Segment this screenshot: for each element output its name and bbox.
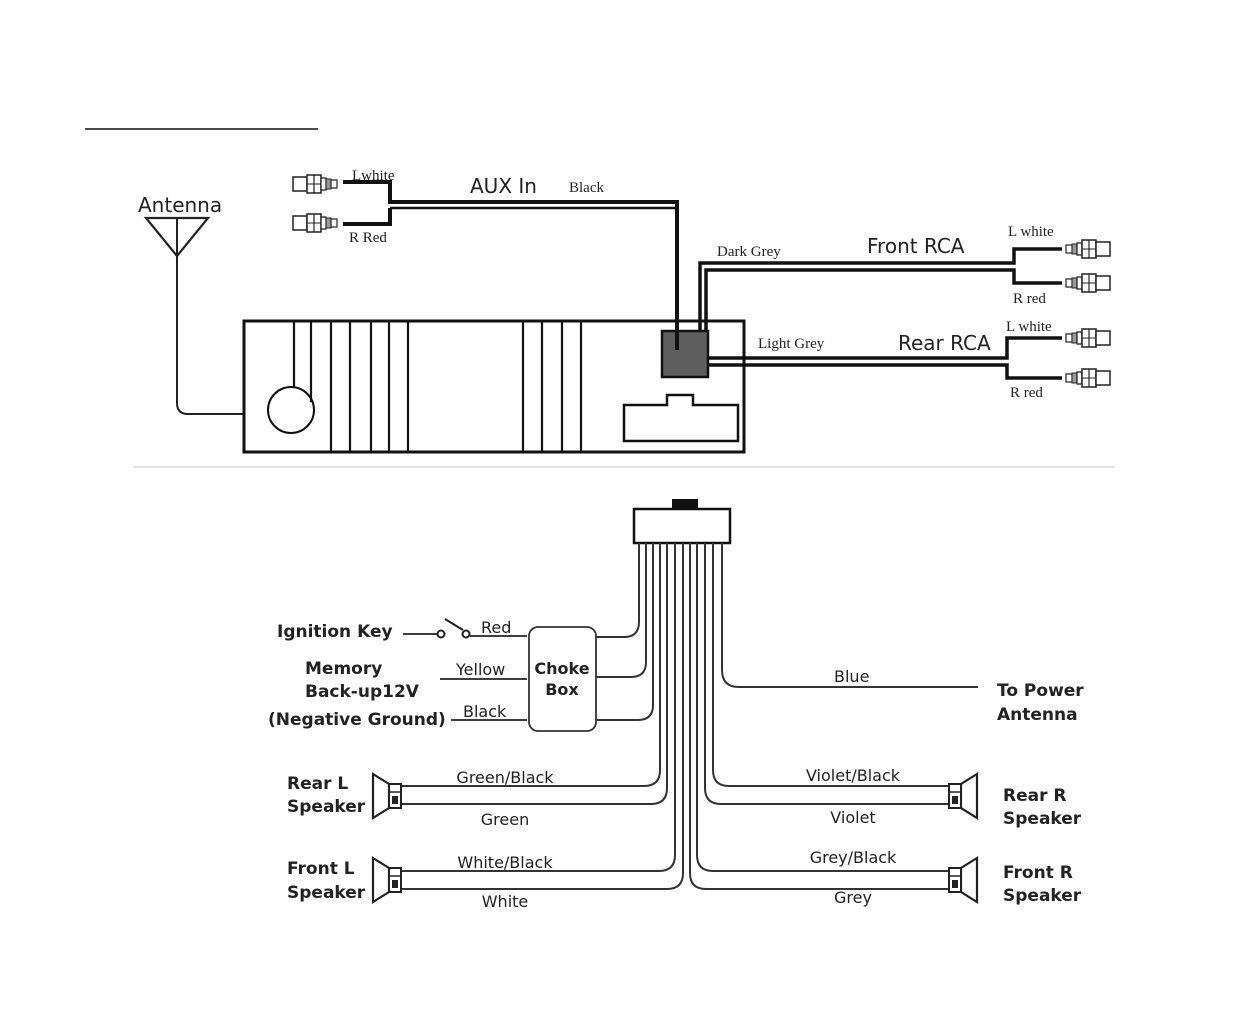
rca-connector-block	[660, 329, 710, 379]
choke-box-line2: Box	[545, 680, 579, 699]
wire-neg-label: White	[482, 892, 529, 911]
wire-pos-label: White/Black	[457, 853, 553, 872]
ground-wire-color: Black	[463, 702, 507, 721]
front-rca-wire-color: Dark Grey	[717, 244, 781, 260]
choke-box: Choke Box	[528, 626, 597, 732]
aux-in-cable: Lwhite R Red AUX In Black	[292, 168, 679, 350]
front-r-rca-plug-icon	[1065, 273, 1111, 293]
speaker-label-line1: Front L	[287, 859, 355, 879]
harness-socket	[622, 393, 740, 443]
aux-r-rca-plug-icon	[292, 213, 338, 233]
speaker-front-l: Front L Speaker White/Black White	[287, 853, 553, 911]
memory-label-line2: Back-up12V	[305, 682, 420, 702]
memory-label-line1: Memory	[305, 659, 382, 679]
speaker-label-line1: Rear L	[287, 774, 348, 794]
rear-l-label: L white	[1006, 319, 1052, 335]
wire-neg-label: Violet	[830, 808, 875, 827]
rear-r-label: R red	[1010, 385, 1043, 401]
antenna-jack	[267, 386, 315, 434]
aux-in-title: AUX In	[470, 174, 537, 198]
antenna: Antenna	[138, 193, 292, 415]
head-unit	[242, 319, 746, 454]
wire-neg-label: Grey	[834, 888, 872, 907]
power-antenna-label-line2: Antenna	[997, 705, 1078, 725]
rear-rca-title: Rear RCA	[898, 331, 991, 355]
rear-r-rca-plug-icon	[1065, 368, 1111, 388]
front-l-rca-plug-icon	[1065, 239, 1111, 259]
aux-in-wire-color: Black	[569, 180, 604, 196]
ignition-wire-color: Red	[481, 618, 511, 637]
speaker-rear-l: Rear L Speaker Green/Black Green	[287, 768, 554, 829]
speaker-label-line2: Speaker	[1003, 886, 1082, 906]
memory-wire-color: Yellow	[455, 660, 505, 679]
power-antenna-label-line1: To Power	[997, 681, 1084, 701]
harness-plug	[632, 499, 732, 545]
ignition-switch-icon	[436, 629, 446, 639]
power-antenna-output: Blue To Power Antenna	[834, 667, 1084, 725]
aux-l-rca-plug-icon	[292, 174, 338, 194]
antenna-label: Antenna	[138, 193, 222, 217]
speaker-icon	[947, 856, 979, 904]
speaker-icon	[371, 772, 403, 820]
speaker-label-line1: Front R	[1003, 863, 1073, 883]
rear-l-rca-plug-icon	[1065, 328, 1111, 348]
front-rca-title: Front RCA	[867, 234, 965, 258]
speaker-front-r: Front R Speaker Grey/Black Grey	[810, 848, 1082, 907]
front-r-label: R red	[1013, 291, 1046, 307]
memory-input: Memory Back-up12V Yellow	[305, 659, 527, 702]
front-rca-cable: Dark Grey Front RCA L white R red	[698, 224, 1111, 331]
aux-r-label: R Red	[349, 230, 387, 246]
front-l-label: L white	[1008, 224, 1054, 240]
speaker-icon	[371, 856, 403, 904]
antenna-cable	[176, 256, 292, 415]
ignition-key-label: Ignition Key	[277, 622, 393, 642]
aux-l-label: Lwhite	[352, 168, 395, 184]
speaker-label-line1: Rear R	[1003, 786, 1066, 806]
speaker-icon	[947, 772, 979, 820]
ignition-input: Ignition Key Red	[277, 618, 527, 642]
speaker-label-line2: Speaker	[1003, 809, 1082, 829]
choke-box-line1: Choke	[534, 659, 589, 678]
power-antenna-wire-color: Blue	[834, 667, 869, 686]
rear-rca-wire-color: Light Grey	[758, 336, 825, 352]
ground-input: (Negative Ground) Black	[268, 702, 527, 730]
harness-wires	[400, 543, 978, 890]
speaker-label-line2: Speaker	[287, 797, 366, 817]
wire-pos-label: Green/Black	[456, 768, 554, 787]
wire-pos-label: Grey/Black	[810, 848, 897, 867]
speaker-rear-r: Rear R Speaker Violet/Black Violet	[806, 766, 1082, 829]
wire-pos-label: Violet/Black	[806, 766, 901, 785]
wire-neg-label: Green	[481, 810, 529, 829]
ground-label: (Negative Ground)	[268, 710, 446, 730]
speaker-label-line2: Speaker	[287, 883, 366, 903]
rear-rca-cable: Light Grey Rear RCA L white R red	[708, 319, 1111, 401]
